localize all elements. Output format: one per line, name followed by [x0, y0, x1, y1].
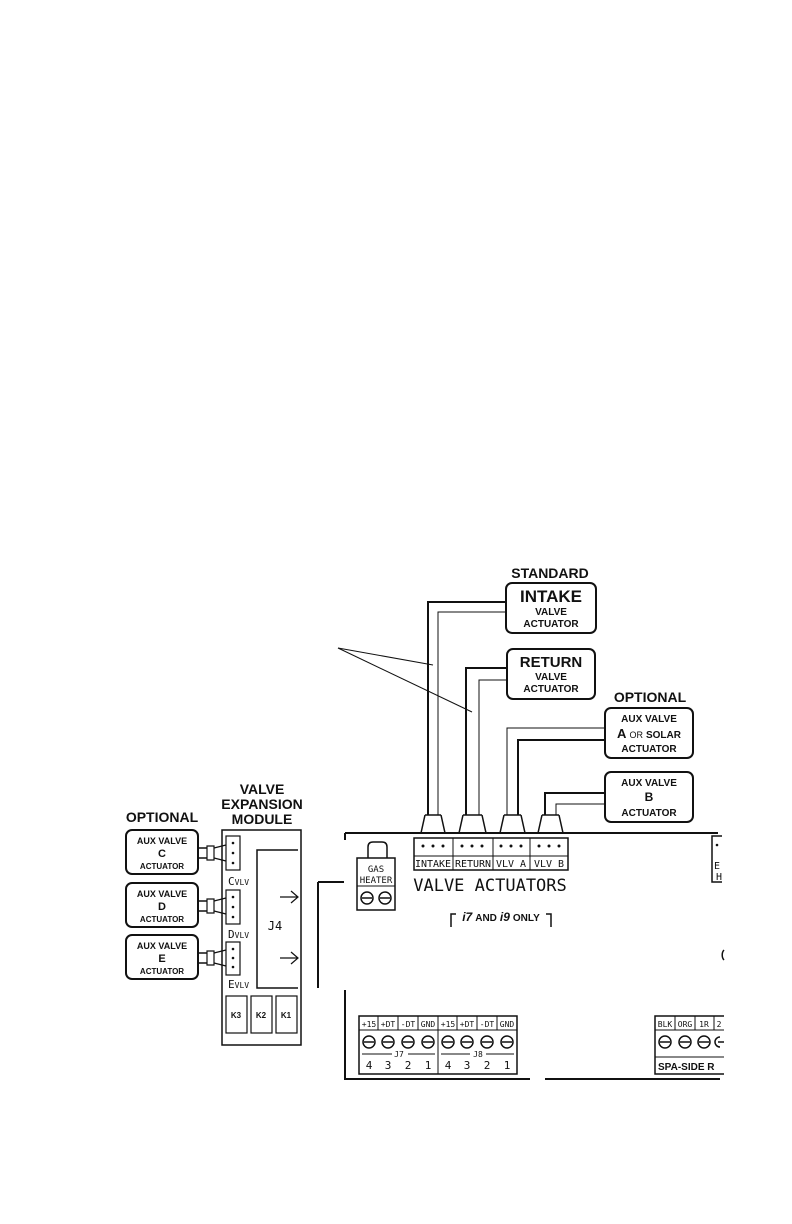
aux-d-line1: AUX VALVE [137, 889, 187, 899]
j8-pin-2: +DT [460, 1020, 475, 1029]
j7-name: J7 [394, 1050, 404, 1059]
vem-port-e: EVLV [228, 978, 249, 991]
edge-fragment-top: E [714, 861, 720, 872]
return-title: RETURN [520, 654, 583, 671]
actuator-cables [337, 601, 605, 834]
aux-e-line1: AUX VALVE [137, 941, 187, 951]
connector-vlvb-label: VLV B [534, 859, 564, 870]
j7-num-3: 2 [405, 1059, 412, 1072]
gas-heater-line2: HEATER [360, 876, 393, 886]
aux-d-letter: D [158, 901, 166, 913]
vem-port-c: CVLV [228, 875, 249, 888]
j8-num-1: 4 [445, 1059, 452, 1072]
j8-pin-3: -DT [480, 1020, 495, 1029]
j8-name: J8 [473, 1050, 483, 1059]
left-actuator-cables [198, 844, 227, 967]
spa-pin-1r: 1R [699, 1020, 709, 1029]
aux-valve-c-actuator: AUX VALVE C ACTUATOR [125, 829, 199, 875]
connector-return-label: RETURN [455, 859, 491, 870]
aux-c-line3: ACTUATOR [140, 862, 184, 871]
edge-connector-fragment: E H [711, 835, 725, 961]
vem-port-d: DVLV [228, 928, 249, 941]
vem-j4-label: J4 [268, 919, 282, 933]
aux-a-line1: AUX VALVE [621, 714, 677, 725]
j8-pin-4: GND [500, 1020, 515, 1029]
valve-expansion-module: VALVE EXPANSION MODULE J4 CVLV DVLV EVLV… [221, 781, 303, 1046]
gas-heater-line1: GAS [368, 865, 384, 875]
j7-pin-4: GND [421, 1020, 436, 1029]
aux-c-letter: C [158, 848, 166, 860]
aux-c-line1: AUX VALVE [137, 836, 187, 846]
j7-num-2: 3 [385, 1059, 392, 1072]
valve-actuators-label: VALVE ACTUATORS [413, 876, 567, 896]
j8-num-2: 3 [464, 1059, 471, 1072]
return-line2: ACTUATOR [523, 684, 579, 695]
spa-pin-blk: BLK [658, 1020, 673, 1029]
vem-line1: VALVE [240, 781, 285, 797]
aux-valve-b-actuator: AUX VALVE B ACTUATOR [604, 771, 694, 823]
j8-num-3: 2 [484, 1059, 491, 1072]
j7-num-4: 1 [425, 1059, 432, 1072]
j7-num-1: 4 [366, 1059, 373, 1072]
standard-heading: STANDARD [511, 565, 589, 581]
spa-side-terminal: BLK ORG 1R 2 SPA-SIDE R [654, 1015, 724, 1075]
aux-b-line1: AUX VALVE [621, 778, 677, 789]
valve-connectors: INTAKE RETURN VLV A VLV B [413, 837, 569, 871]
spa-pin-org: ORG [678, 1020, 693, 1029]
intake-title: INTAKE [520, 587, 582, 606]
aux-b-letter: B [645, 790, 654, 804]
j7-pin-2: +DT [381, 1020, 396, 1029]
intake-valve-actuator: INTAKE VALVE ACTUATOR [505, 582, 597, 634]
aux-a-line3: ACTUATOR [621, 744, 677, 755]
gas-heater-terminal: GAS HEATER [356, 841, 396, 911]
connector-intake-label: INTAKE [415, 859, 451, 870]
aux-e-letter: E [158, 953, 165, 965]
relay-k2: K2 [256, 1011, 267, 1020]
j8-pin-1: +15 [441, 1020, 456, 1029]
aux-valve-e-actuator: AUX VALVE E ACTUATOR [125, 934, 199, 980]
relay-k3: K3 [231, 1011, 242, 1020]
intake-line2: ACTUATOR [523, 619, 579, 630]
vem-line2: EXPANSION [221, 796, 302, 812]
aux-e-line3: ACTUATOR [140, 967, 184, 976]
control-board-outline [317, 832, 720, 1080]
j8-num-4: 1 [504, 1059, 511, 1072]
relay-k1: K1 [281, 1011, 292, 1020]
j7-pin-1: +15 [362, 1020, 377, 1029]
vem-line3: MODULE [232, 811, 293, 827]
connector-vlva-label: VLV A [496, 859, 526, 870]
intake-line1: VALVE [535, 607, 567, 618]
optional-heading-right: OPTIONAL [614, 689, 687, 705]
edge-fragment-bottom: H [716, 872, 722, 883]
spa-side-label: SPA-SIDE R [658, 1062, 715, 1073]
return-line1: VALVE [535, 672, 567, 683]
aux-valve-d-actuator: AUX VALVE D ACTUATOR [125, 882, 199, 928]
aux-d-line3: ACTUATOR [140, 915, 184, 924]
spa-pin-2: 2 [717, 1020, 722, 1029]
aux-b-line3: ACTUATOR [621, 808, 677, 819]
return-valve-actuator: RETURN VALVE ACTUATOR [506, 648, 596, 700]
j7-j8-terminals: +15 +DT -DT GND +15 +DT -DT GND J7 J8 4 … [358, 1015, 518, 1075]
optional-heading-left: OPTIONAL [126, 809, 199, 825]
j7-pin-3: -DT [401, 1020, 416, 1029]
